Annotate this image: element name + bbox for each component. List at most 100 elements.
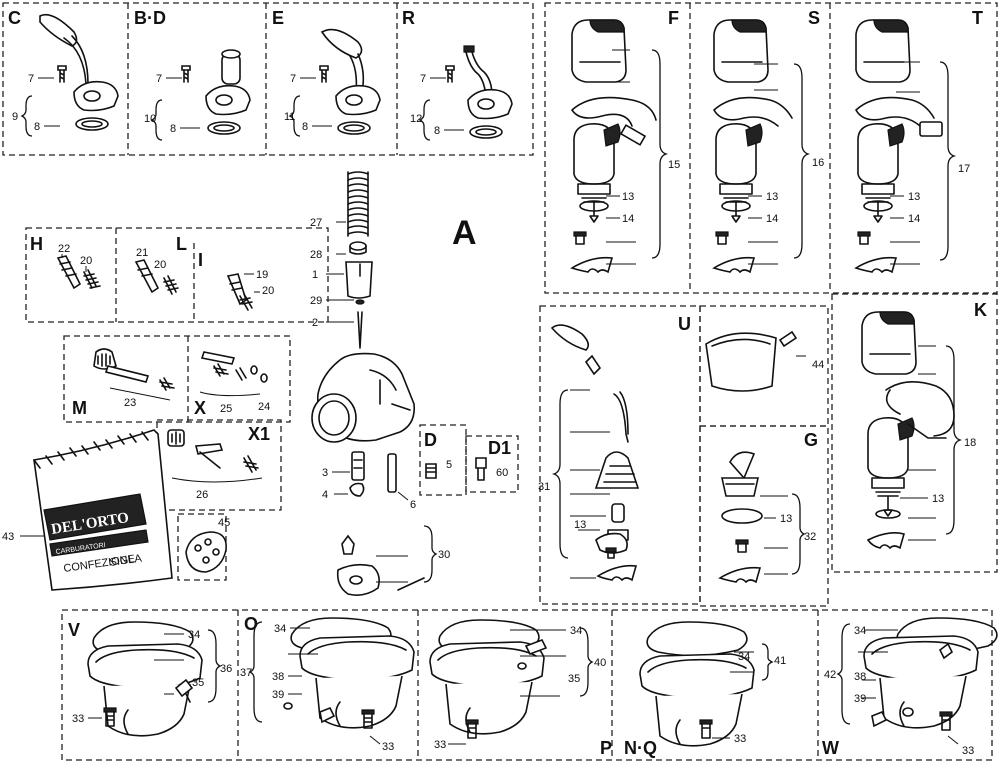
callout-33: 33 <box>434 739 446 751</box>
section-label-k: K <box>974 300 987 320</box>
section-label-nq: N·Q <box>624 738 657 758</box>
section-label-p: P <box>600 738 612 758</box>
section-label-c: C <box>8 8 21 28</box>
callout-8: 8 <box>434 125 440 137</box>
callout-25: 25 <box>220 403 232 415</box>
section-label-e: E <box>272 8 284 28</box>
callout-37: 37 <box>240 667 252 679</box>
callout-1: 1 <box>312 269 318 281</box>
group-a-carburetor: 27 28 1 29 2 3 4 6 30 <box>310 171 450 596</box>
callout-38: 38 <box>272 671 284 683</box>
callout-2: 2 <box>312 317 318 329</box>
callout-34: 34 <box>854 625 866 637</box>
callout-33: 33 <box>962 745 974 757</box>
section-label-bd: B·D <box>134 8 166 28</box>
callout-35: 35 <box>568 673 580 685</box>
section-label-o: O <box>244 614 258 634</box>
callout-29: 29 <box>310 295 322 307</box>
group-g: 13 32 <box>718 451 816 584</box>
callout-45: 45 <box>218 517 230 529</box>
callout-17: 17 <box>958 163 970 175</box>
section-label-w: W <box>822 738 839 758</box>
bag-line-3: SIGLA <box>109 552 143 568</box>
section-label-s: S <box>808 8 820 28</box>
group-i: 19 20 <box>226 269 274 311</box>
group-x1: 26 <box>167 429 263 501</box>
callout-8: 8 <box>170 123 176 135</box>
group-k: 13 18 <box>861 311 976 550</box>
callout-18: 18 <box>964 437 976 449</box>
callout-15: 15 <box>668 159 680 171</box>
section-label-m: M <box>72 398 87 418</box>
callout-38: 38 <box>854 671 866 683</box>
section-label-v: V <box>68 620 80 640</box>
part-45-clip: 45 <box>185 517 230 573</box>
callout-43: 43 <box>2 531 14 543</box>
callout-20: 20 <box>262 285 274 297</box>
group-r: 7 8 12 <box>410 45 513 141</box>
callout-60: 60 <box>496 467 508 479</box>
section-label-d1: D1 <box>488 438 511 458</box>
callout-13: 13 <box>932 493 944 505</box>
callout-16: 16 <box>812 157 824 169</box>
callout-5: 5 <box>446 459 452 471</box>
callout-40: 40 <box>594 657 606 669</box>
callout-13: 13 <box>766 191 778 203</box>
callout-12: 12 <box>410 113 422 125</box>
callout-7: 7 <box>420 73 426 85</box>
group-v: 34 35 36 33 <box>72 621 232 737</box>
section-label-f: F <box>668 8 679 28</box>
callout-28: 28 <box>310 249 322 261</box>
group-f: 13 14 15 <box>570 19 680 274</box>
callout-27: 27 <box>310 217 322 229</box>
callout-34: 34 <box>188 629 200 641</box>
group-s: 13 14 16 <box>712 19 824 274</box>
callout-32: 32 <box>804 531 816 543</box>
gasket-bag: DEL'ORTO CARBURATORI CONFEZIONE SIGLA 43 <box>2 429 173 591</box>
section-label-u: U <box>678 314 691 334</box>
callout-34: 34 <box>274 623 286 635</box>
group-h: 22 20 <box>56 243 101 290</box>
callout-22: 22 <box>58 243 70 255</box>
group-nq: 34 41 33 <box>639 621 786 747</box>
callout-42: 42 <box>824 669 836 681</box>
callout-7: 7 <box>156 73 162 85</box>
callout-7: 7 <box>290 73 296 85</box>
group-w: 34 38 39 42 33 <box>824 617 998 757</box>
callout-10: 10 <box>144 113 156 125</box>
callout-24: 24 <box>258 401 270 413</box>
callout-33: 33 <box>734 733 746 745</box>
group-x: 25 24 <box>199 351 270 415</box>
callout-35: 35 <box>192 677 204 689</box>
group-44-bowl: 44 <box>705 330 824 392</box>
group-m: 23 <box>93 348 175 409</box>
callout-26: 26 <box>196 489 208 501</box>
callout-36: 36 <box>220 663 232 675</box>
section-label-x1: X1 <box>248 424 270 444</box>
group-d1: 60 <box>475 457 508 481</box>
section-label-h: H <box>30 234 43 254</box>
callout-14: 14 <box>908 213 920 225</box>
group-d: 5 <box>425 459 452 479</box>
callout-21: 21 <box>136 247 148 259</box>
callout-39: 39 <box>272 689 284 701</box>
callout-13: 13 <box>780 513 792 525</box>
callout-14: 14 <box>766 213 778 225</box>
group-u: 13 31 <box>538 324 640 582</box>
section-label-i: I <box>198 250 203 270</box>
spring-27 <box>347 171 369 237</box>
callout-44: 44 <box>812 359 824 371</box>
section-label-a: A <box>452 214 477 252</box>
group-c: 7 8 9 <box>12 13 119 137</box>
group-t: 13 14 17 <box>854 19 970 274</box>
group-l: 21 20 <box>134 247 179 295</box>
callout-7: 7 <box>28 73 34 85</box>
callout-13: 13 <box>574 519 586 531</box>
callout-33: 33 <box>72 713 84 725</box>
callout-14: 14 <box>622 213 634 225</box>
callout-8: 8 <box>302 121 308 133</box>
callout-41: 41 <box>774 655 786 667</box>
callout-31: 31 <box>538 481 550 493</box>
section-label-r: R <box>402 8 415 28</box>
